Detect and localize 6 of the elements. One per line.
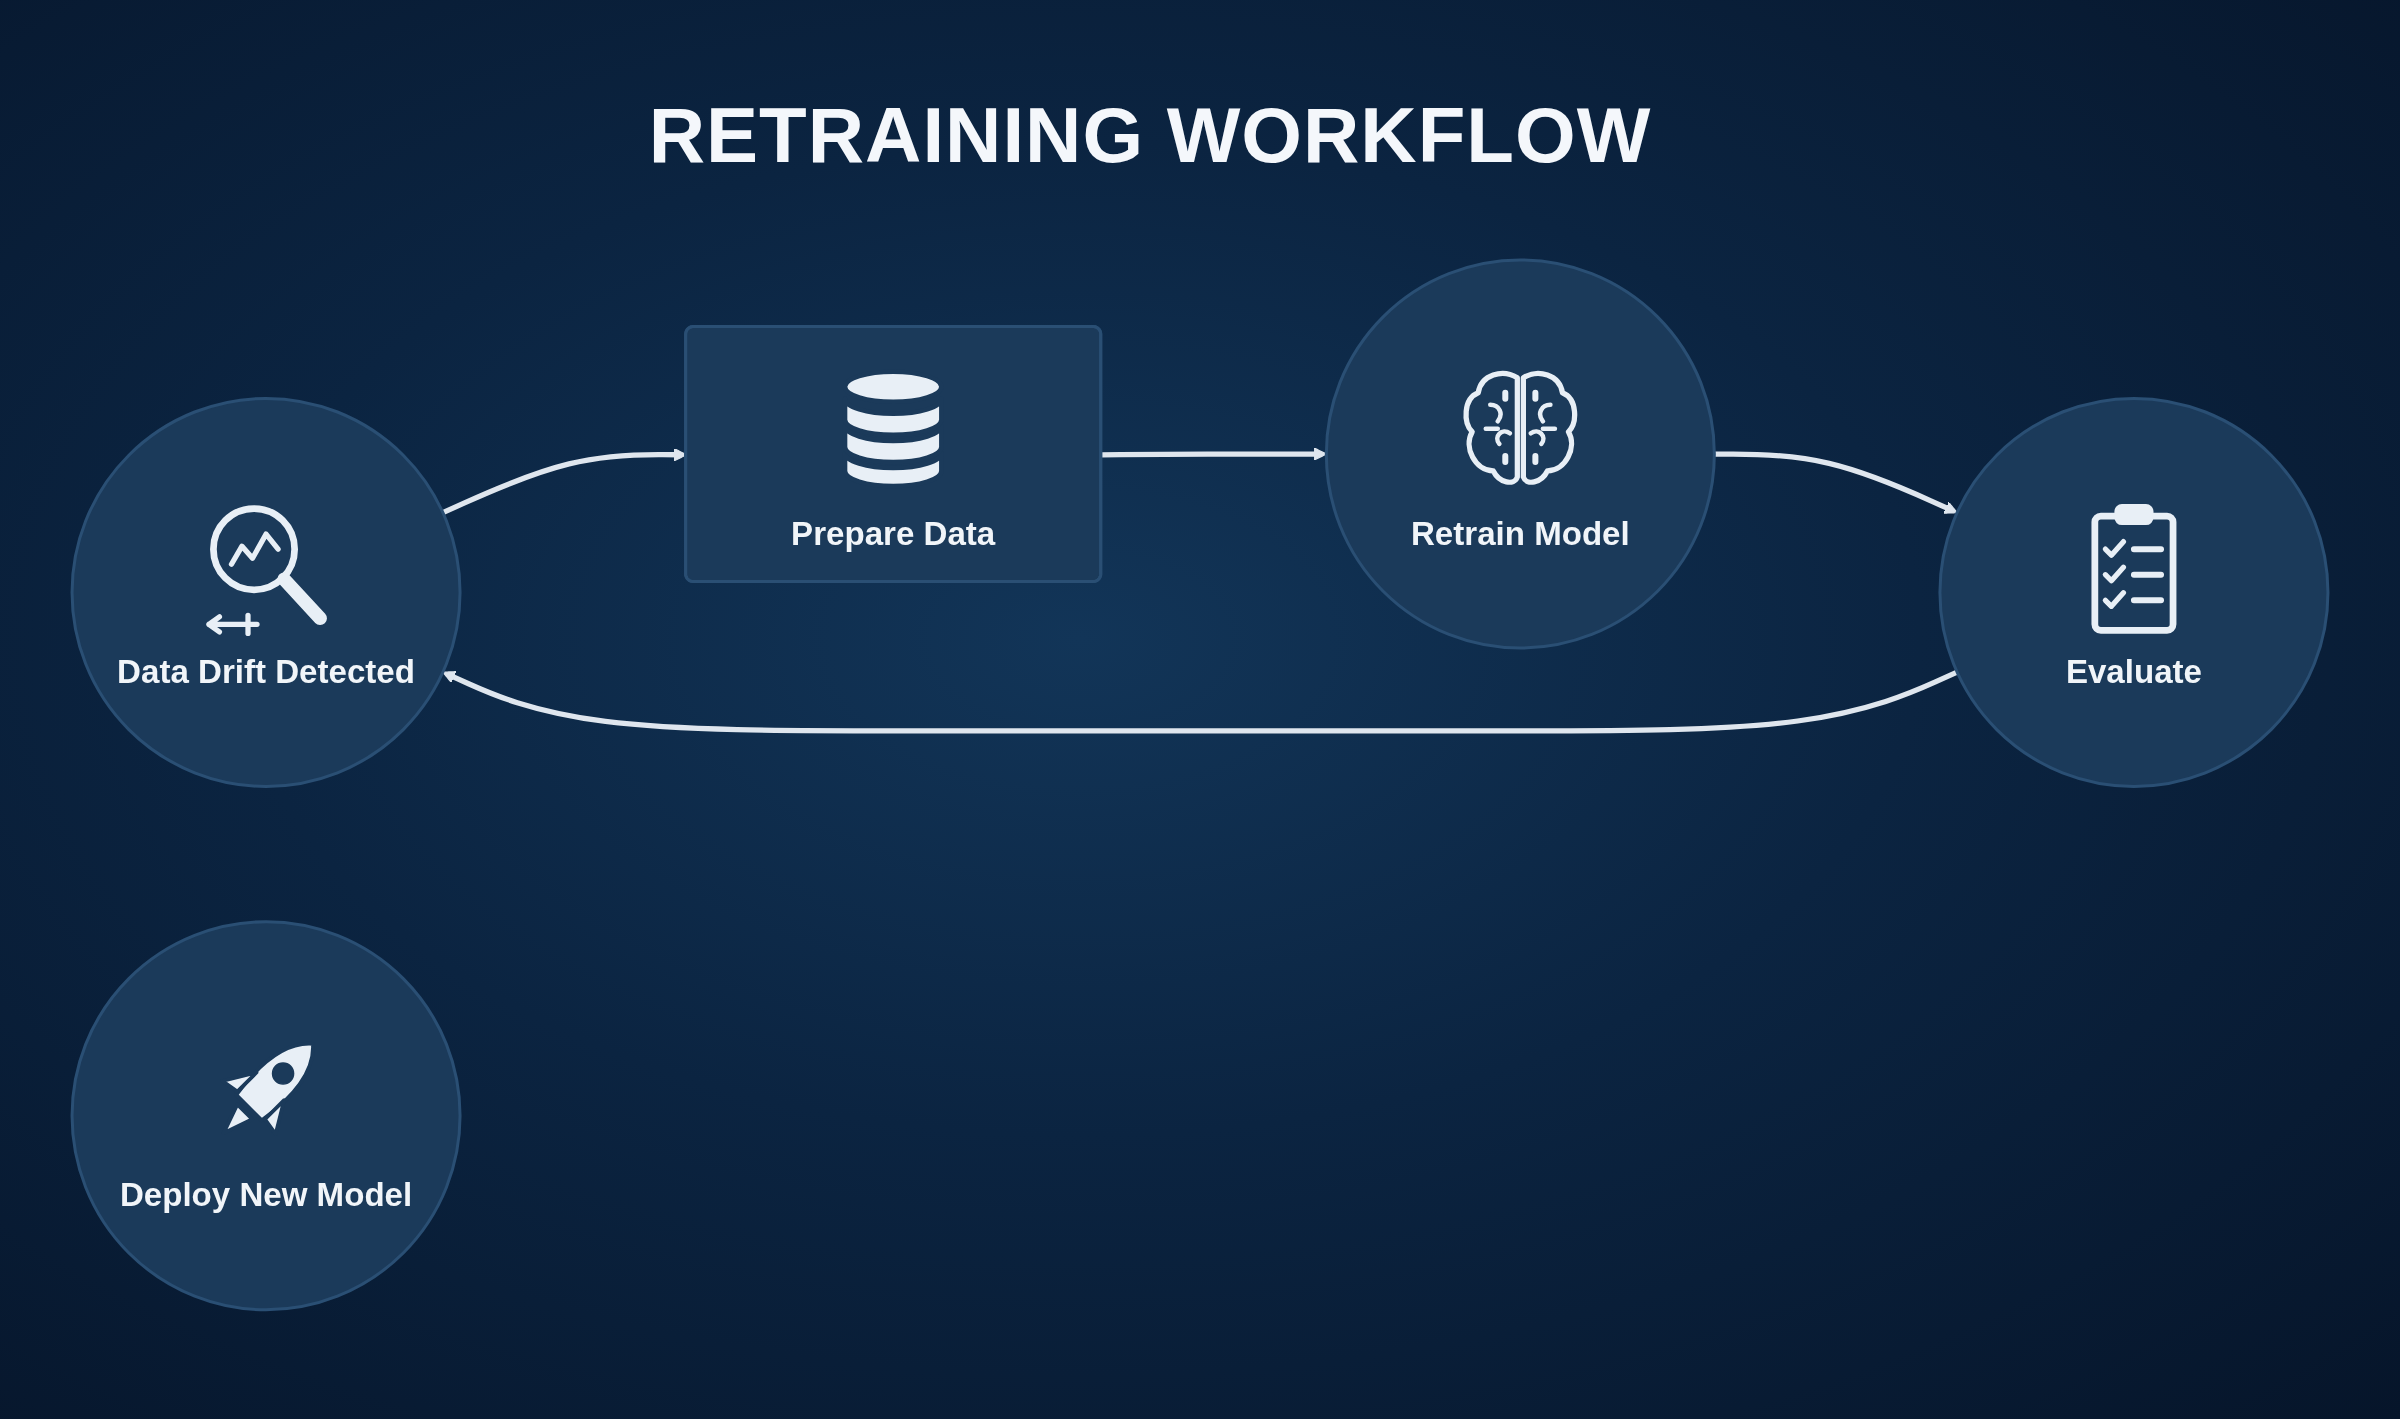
title: RETRAINING WORKFLOW bbox=[648, 90, 1652, 181]
node-circle: Evaluate bbox=[1938, 397, 2330, 788]
node-circle: Deploy New Model bbox=[70, 920, 462, 1312]
node-circle: Retrain Model bbox=[1324, 258, 1716, 650]
node-circle: Data Drift Detected bbox=[70, 397, 462, 788]
arrow bbox=[1714, 451, 1958, 514]
